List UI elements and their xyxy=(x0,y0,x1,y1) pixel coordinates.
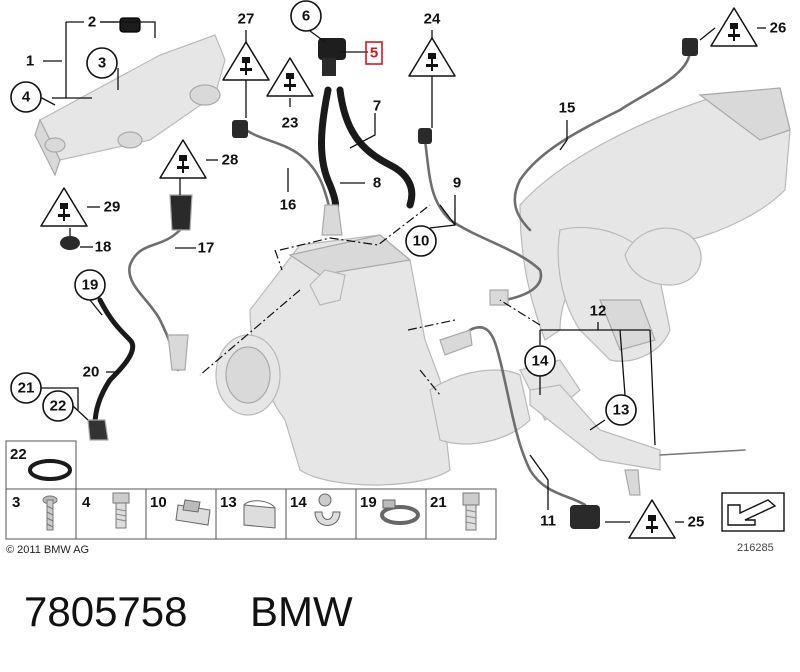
callout-18: 18 xyxy=(95,239,112,256)
callout-28: 28 xyxy=(222,152,239,169)
callout-12: 12 xyxy=(590,303,607,320)
arrow-box-icon xyxy=(721,492,785,532)
callout-circles xyxy=(10,0,637,426)
highlight-box xyxy=(365,41,383,65)
callout-4: 4 xyxy=(22,89,31,106)
image-number: 216285 xyxy=(737,542,774,554)
callout-19: 19 xyxy=(82,277,99,294)
callout-10: 10 xyxy=(413,233,430,250)
part-number: 7805758 xyxy=(24,588,188,635)
legend: 22 3 4 10 13 14 19 21 xyxy=(5,440,497,540)
legend-label-10: 10 xyxy=(150,494,167,511)
hex-bolt-icon xyxy=(462,492,480,531)
callout-3: 3 xyxy=(98,55,106,72)
holder-icon xyxy=(314,493,341,526)
callout-11: 11 xyxy=(540,513,556,530)
hoses xyxy=(318,38,416,219)
screw-icon xyxy=(42,495,58,531)
seal-ring-icon xyxy=(28,459,72,481)
callout-14: 14 xyxy=(532,353,549,370)
legend-label-3: 3 xyxy=(12,494,20,511)
callout-23: 23 xyxy=(282,115,299,132)
heat-shield-bracket xyxy=(34,17,226,177)
callout-29: 29 xyxy=(104,199,121,216)
clip-icon xyxy=(175,499,211,526)
callout-2: 2 xyxy=(88,14,96,31)
triangle-leaders xyxy=(87,27,766,523)
callout-15: 15 xyxy=(559,100,576,117)
callout-1: 1 xyxy=(26,53,34,70)
copyright: © 2011 BMW AG xyxy=(6,544,89,556)
callout-26: 26 xyxy=(770,20,787,37)
callout-24: 24 xyxy=(424,11,441,28)
brand: BMW xyxy=(250,588,353,635)
callout-13: 13 xyxy=(613,402,630,419)
callout-27: 27 xyxy=(238,11,255,28)
connector-glyphs xyxy=(58,23,740,533)
callout-16: 16 xyxy=(280,197,297,214)
legend-label-22: 22 xyxy=(10,446,27,463)
callout-labels: 2 1 3 4 5 6 7 8 9 10 11 12 13 14 15 16 1… xyxy=(18,8,787,531)
callout-8: 8 xyxy=(373,175,381,192)
callout-21: 21 xyxy=(18,380,35,397)
hose-clamp-icon xyxy=(380,499,420,525)
callout-7: 7 xyxy=(373,98,381,115)
callout-20: 20 xyxy=(83,364,100,381)
wiring-bracket xyxy=(529,384,746,496)
callout-9: 9 xyxy=(453,175,461,192)
assembly-lines xyxy=(199,204,541,396)
callout-22: 22 xyxy=(50,398,67,415)
legend-label-21: 21 xyxy=(430,494,447,511)
callout-5: 5 xyxy=(370,45,378,62)
legend-label-4: 4 xyxy=(82,494,91,511)
sensor-wires xyxy=(60,38,698,529)
callout-25: 25 xyxy=(688,514,705,531)
legend-label-13: 13 xyxy=(220,494,237,511)
callout-17: 17 xyxy=(198,240,215,257)
leader-lines xyxy=(39,21,716,523)
callout-6: 6 xyxy=(302,8,310,25)
bolt-icon xyxy=(112,492,130,529)
clamp-icon xyxy=(243,500,276,529)
legend-label-19: 19 xyxy=(360,494,377,511)
intake-manifold xyxy=(519,87,791,362)
legend-label-14: 14 xyxy=(290,494,307,511)
